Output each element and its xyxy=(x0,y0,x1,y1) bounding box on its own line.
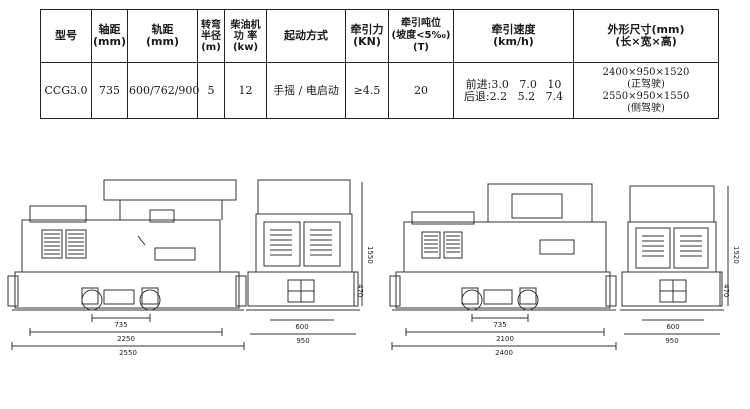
header-wheelbase: 轴距 (mm) xyxy=(91,9,128,63)
left-side-frame xyxy=(14,271,240,309)
right-side-dim-ticks xyxy=(391,314,617,350)
left-side-wheel-rear xyxy=(139,289,161,311)
right-side-axlebox-rear xyxy=(519,287,537,305)
left-side-lever xyxy=(137,235,146,246)
left-side-axlebox-rear xyxy=(141,287,159,305)
left-dim-height: 1550 xyxy=(366,246,374,264)
left-front-louver-slats xyxy=(270,229,332,256)
right-side-cab-window xyxy=(511,193,563,219)
left-side-hood-top xyxy=(29,205,87,223)
spec-table-data-row: CCG3.0 735 600/762/900 5 12 手摇 / 电启动 ≥4.… xyxy=(40,62,719,119)
left-side-louver-1 xyxy=(41,229,63,259)
cell-diesel-power: 12 xyxy=(224,62,267,119)
left-front-door-left xyxy=(263,221,301,267)
left-front-view xyxy=(246,179,363,335)
right-side-control-panel xyxy=(539,239,575,255)
right-side-buffer-rear xyxy=(605,275,617,307)
header-diesel-power: 柴油机 功 率 (kw) xyxy=(224,9,267,63)
right-dim-frame: 2100 xyxy=(496,335,514,343)
left-side-dim-ticks xyxy=(11,314,245,350)
cell-gauge: 600/762/900 xyxy=(127,62,199,119)
right-front-body xyxy=(627,221,717,273)
cell-model: CCG3.0 xyxy=(40,62,92,119)
right-side-axlebox-front xyxy=(461,287,479,305)
right-side-frame xyxy=(395,271,611,309)
right-dim-height: 1520 xyxy=(732,246,740,264)
left-side-axlebox-front xyxy=(81,287,99,305)
cell-dimensions: 2400×950×1520 (正驾驶) 2550×950×1550 (侧驾驶) xyxy=(573,62,719,119)
right-side-louver-slats xyxy=(424,235,460,253)
left-dim-470: 470 xyxy=(356,284,364,297)
right-dim-overall: 2400 xyxy=(495,349,513,357)
right-side-louver-2 xyxy=(443,231,463,259)
right-dim-600: 600 xyxy=(666,323,679,331)
right-side-cab xyxy=(487,183,593,223)
right-front-door-left xyxy=(635,227,671,269)
right-side-hood-body xyxy=(403,221,607,273)
right-front-frame xyxy=(621,271,723,307)
left-front-door-right xyxy=(303,221,341,267)
right-front-window-cross xyxy=(660,280,686,302)
cell-wheelbase: 735 xyxy=(91,62,128,119)
left-front-frame xyxy=(247,271,359,307)
right-side-hood-top xyxy=(411,211,475,225)
left-side-louver-slats xyxy=(44,233,84,255)
right-side-louver-1 xyxy=(421,231,441,259)
left-side-control-panel xyxy=(154,247,196,261)
right-front-louver-slats xyxy=(642,235,702,257)
header-model: 型号 xyxy=(40,9,92,63)
left-side-buffer-rear xyxy=(235,275,247,307)
right-front-door-right xyxy=(673,227,709,269)
cell-turn-radius: 5 xyxy=(197,62,225,119)
left-front-roof xyxy=(257,179,351,215)
header-start-method: 起动方式 xyxy=(266,9,346,63)
right-dim-950: 950 xyxy=(665,337,678,345)
right-side-buffer-front xyxy=(389,275,401,307)
left-side-wheel-front xyxy=(81,289,103,311)
left-dim-wheelbase: 735 xyxy=(114,321,127,329)
left-dim-950: 950 xyxy=(296,337,309,345)
cell-traction-force: ≥4.5 xyxy=(345,62,389,119)
header-gauge: 轨距 (mm) xyxy=(127,9,198,63)
left-side-cab-roof xyxy=(103,179,237,201)
cell-start-method: 手摇 / 电启动 xyxy=(266,62,346,119)
right-side-wheel-front xyxy=(461,289,483,311)
cell-speed: 前进:3.0 7.0 10 后退:2.2 5.2 7.4 xyxy=(453,62,574,119)
right-side-coupler-box xyxy=(483,289,513,305)
left-front-window-cross xyxy=(288,280,314,302)
right-dim-wheelbase: 735 xyxy=(493,321,506,329)
left-side-louver-2 xyxy=(65,229,87,259)
left-dim-overall: 2550 xyxy=(119,349,137,357)
left-side-coupler-box xyxy=(103,289,135,305)
left-dim-frame: 2250 xyxy=(117,335,135,343)
right-side-view xyxy=(389,183,617,350)
left-side-cab-window xyxy=(149,209,175,223)
cell-traction-tonnage: 20 xyxy=(388,62,454,119)
spec-table: 型号 轴距 (mm) 轨距 (mm) 转弯 半径 (m) 柴油机 功 率 (kw… xyxy=(40,9,719,119)
right-side-wheel-rear xyxy=(517,289,539,311)
left-side-view xyxy=(7,179,247,350)
right-front-roof xyxy=(629,185,715,223)
right-front-view xyxy=(620,185,729,335)
left-dim-600: 600 xyxy=(295,323,308,331)
right-dim-470: 470 xyxy=(722,284,730,297)
spec-table-header-row: 型号 轴距 (mm) 轨距 (mm) 转弯 半径 (m) 柴油机 功 率 (kw… xyxy=(40,9,719,63)
left-side-buffer-front xyxy=(7,275,19,307)
